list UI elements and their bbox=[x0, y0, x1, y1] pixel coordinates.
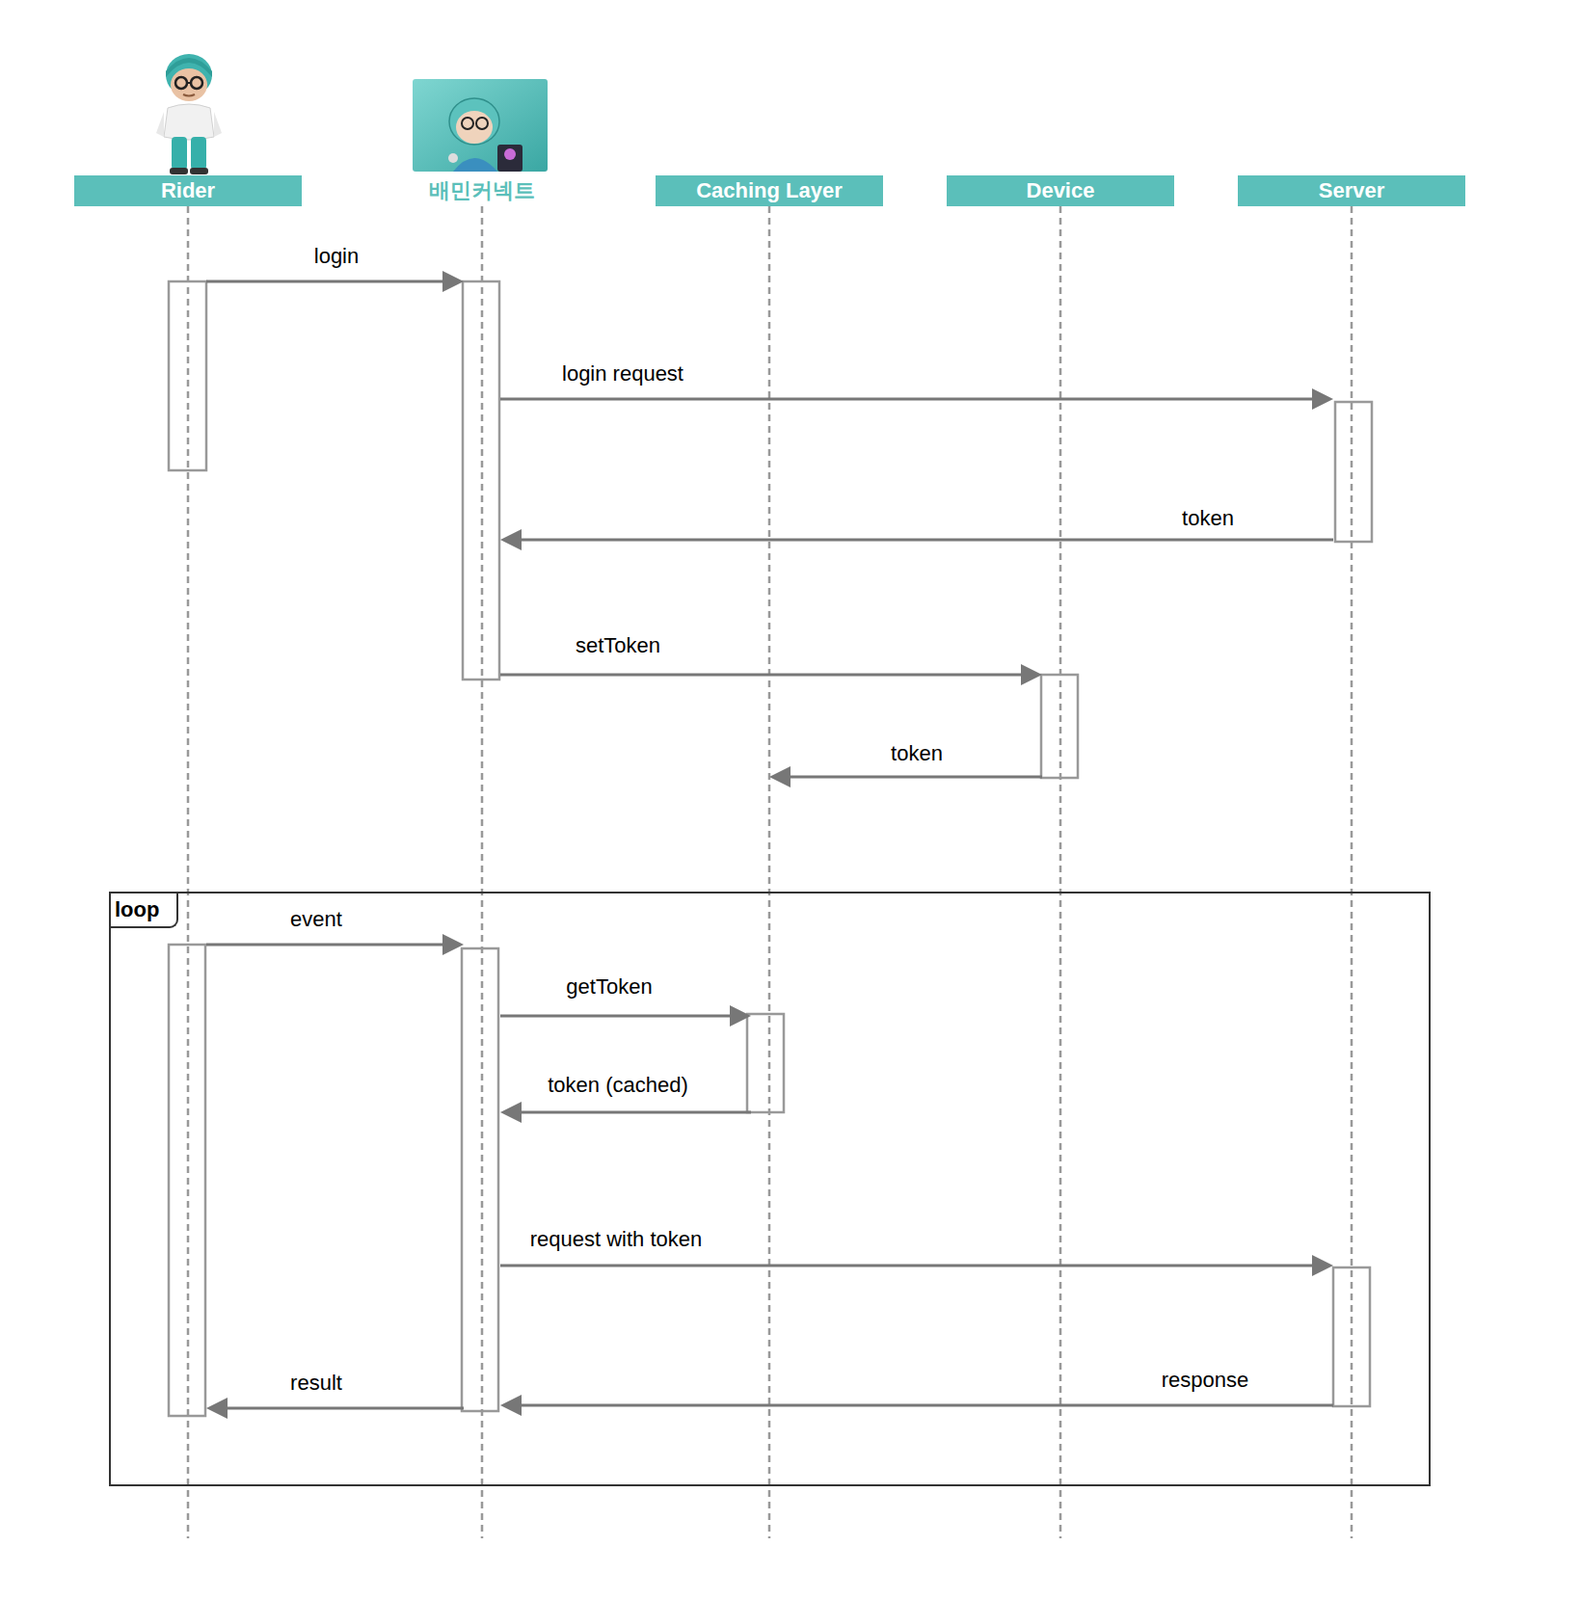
lifeline bbox=[481, 206, 484, 1539]
message-arrow bbox=[500, 388, 1334, 410]
participant-name: Rider bbox=[160, 178, 215, 204]
message-line bbox=[521, 538, 1334, 542]
arrow-head bbox=[442, 934, 464, 956]
participant-header: Caching Layer bbox=[655, 175, 884, 207]
message-label: response bbox=[1158, 1367, 1253, 1394]
lifeline bbox=[1059, 206, 1063, 1539]
message-arrow bbox=[500, 1005, 751, 1027]
arrow-head bbox=[442, 270, 464, 293]
participant-header: Device bbox=[946, 175, 1175, 207]
message-line bbox=[500, 398, 1313, 402]
message-arrow bbox=[206, 1397, 464, 1420]
message-line bbox=[790, 776, 1043, 779]
loop-label: loop bbox=[110, 893, 179, 929]
message-label: token bbox=[1179, 506, 1237, 532]
message-line bbox=[206, 943, 443, 947]
participant-header: 배민커넥트 bbox=[383, 175, 581, 207]
message-label: token (cached) bbox=[544, 1072, 692, 1099]
message-label: request with token bbox=[527, 1227, 706, 1253]
message-label: getToken bbox=[562, 974, 655, 1000]
message-line bbox=[521, 1404, 1334, 1408]
message-line bbox=[500, 673, 1021, 677]
arrow-head bbox=[1020, 664, 1043, 686]
message-label: event bbox=[287, 907, 346, 933]
message-line bbox=[500, 1264, 1313, 1268]
lifeline bbox=[768, 206, 772, 1539]
message-arrow bbox=[500, 1255, 1334, 1277]
participant-header: Rider bbox=[74, 175, 302, 207]
app-icon bbox=[412, 79, 548, 172]
message-line bbox=[206, 280, 443, 284]
message-arrow bbox=[769, 766, 1043, 788]
message-line bbox=[521, 1111, 751, 1115]
message-arrow bbox=[500, 664, 1043, 686]
arrow-head bbox=[500, 1101, 522, 1124]
message-label: result bbox=[287, 1370, 346, 1396]
arrow-head bbox=[729, 1005, 751, 1027]
message-label: token bbox=[887, 741, 946, 767]
message-arrow bbox=[500, 529, 1334, 551]
rider-figure bbox=[156, 53, 222, 175]
arrow-head bbox=[769, 766, 791, 788]
lifeline bbox=[187, 206, 190, 1539]
message-arrow bbox=[500, 1394, 1334, 1417]
message-arrow bbox=[206, 934, 464, 956]
message-arrow bbox=[206, 270, 464, 293]
message-label: setToken bbox=[572, 633, 664, 659]
message-line bbox=[500, 1015, 730, 1019]
arrow-head bbox=[1312, 388, 1334, 410]
loop-frame: loop bbox=[108, 891, 1431, 1487]
arrow-head bbox=[1312, 1255, 1334, 1277]
participant-name: Device bbox=[1026, 178, 1096, 204]
participant-name: 배민커넥트 bbox=[428, 176, 536, 206]
message-label: login bbox=[311, 243, 362, 269]
participant-name: Server bbox=[1318, 178, 1386, 204]
participant-header: Server bbox=[1237, 175, 1466, 207]
participant-name: Caching Layer bbox=[696, 178, 843, 204]
arrow-head bbox=[500, 1394, 522, 1417]
message-arrow bbox=[500, 1101, 751, 1124]
arrow-head bbox=[500, 529, 522, 551]
message-label: login request bbox=[559, 361, 687, 387]
message-line bbox=[227, 1407, 464, 1411]
arrow-head bbox=[206, 1397, 228, 1420]
lifeline bbox=[1350, 206, 1354, 1539]
